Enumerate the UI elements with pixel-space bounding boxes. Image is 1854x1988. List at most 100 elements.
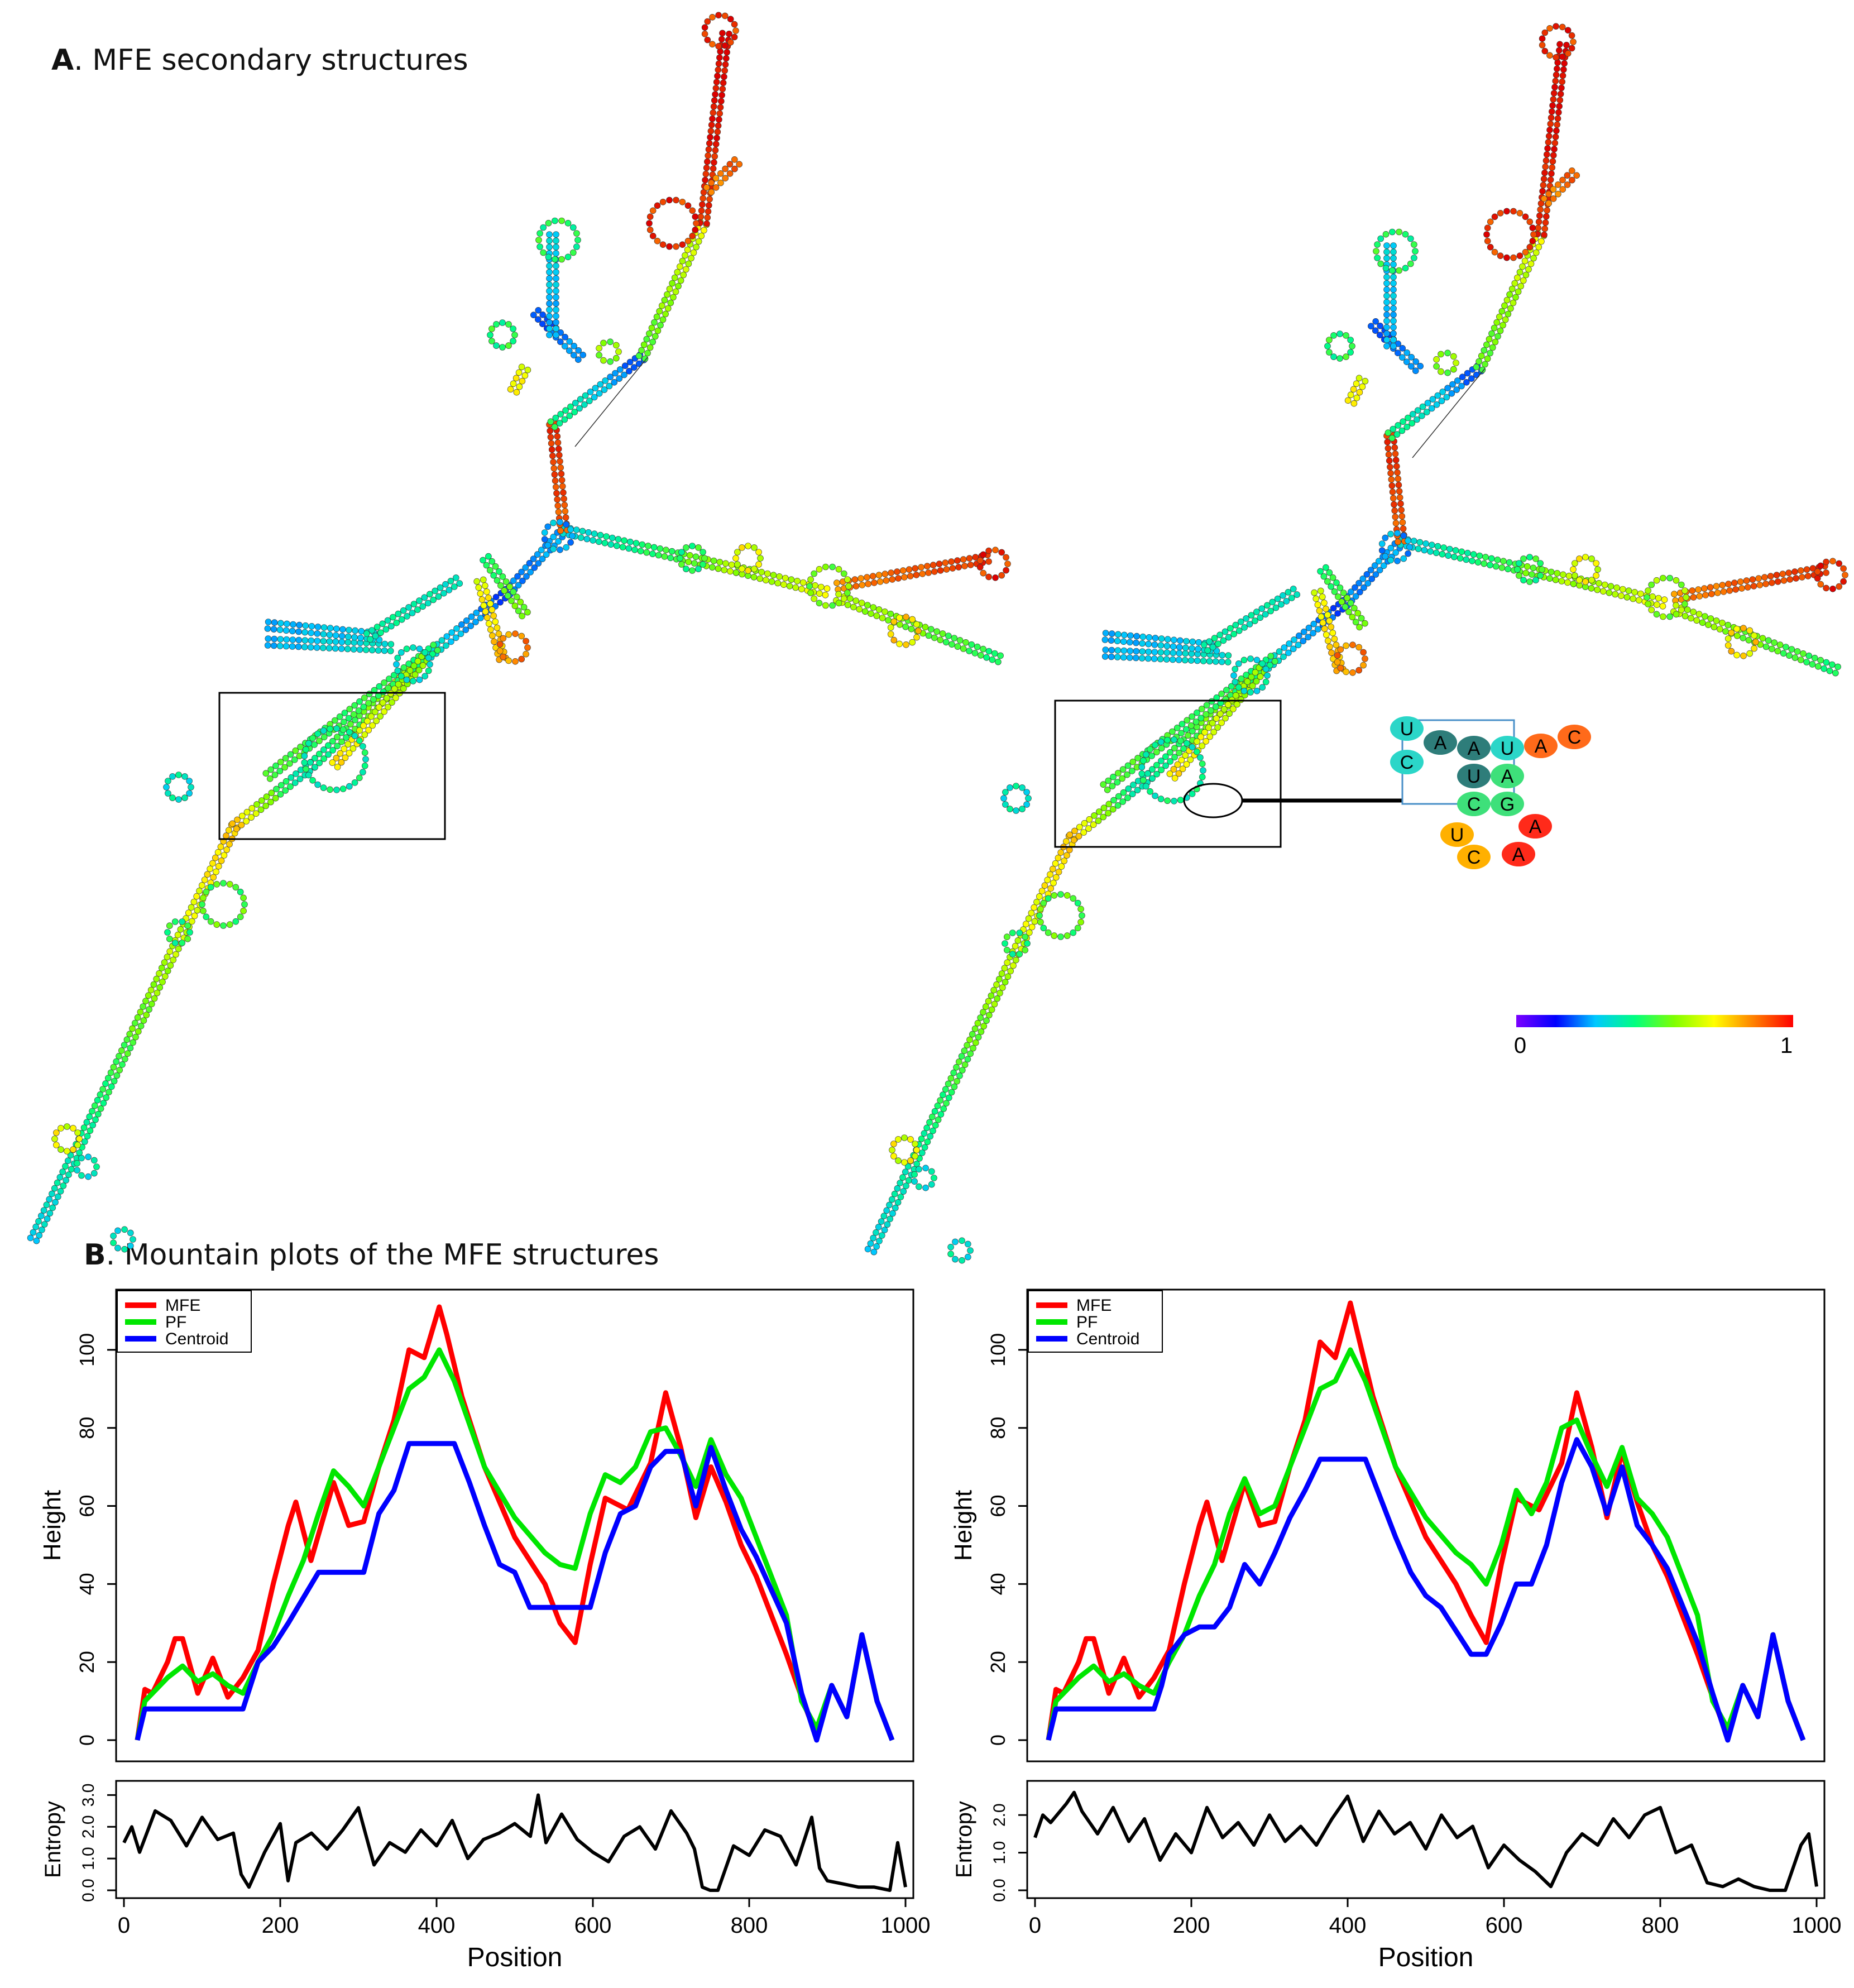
right-nucleotide [1388, 476, 1395, 483]
right-nucleotide [1554, 115, 1561, 122]
left-loop-nucleotide [505, 631, 512, 638]
right-loop-nucleotide [1349, 343, 1355, 349]
right-loop-nucleotide [1746, 627, 1753, 634]
left-nucleotide [435, 593, 442, 600]
left-loop-nucleotide [327, 725, 333, 732]
left-nucleotide [452, 574, 459, 581]
right-nucleotide [1189, 713, 1195, 720]
left-loop-nucleotide [909, 616, 916, 623]
left-nucleotide [312, 755, 318, 761]
right-nucleotide [954, 1078, 960, 1085]
right-nucleotide [1323, 564, 1329, 571]
left-loop-nucleotide [700, 561, 706, 568]
left-loop-nucleotide [64, 1123, 70, 1130]
left-nucleotide [543, 551, 550, 558]
left-nucleotide [107, 1069, 114, 1076]
right-nucleotide [1738, 585, 1745, 592]
left-nucleotide [404, 613, 410, 620]
right-nucleotide [945, 1080, 952, 1088]
left-loop-nucleotide [425, 667, 432, 674]
right-loop-nucleotide [1389, 228, 1396, 236]
left-nucleotide [485, 594, 492, 601]
left-nucleotide [346, 706, 353, 712]
left-loop-nucleotide [339, 785, 347, 792]
left-nucleotide [284, 620, 290, 627]
right-nucleotide [1170, 766, 1177, 773]
left-nucleotide [487, 600, 494, 607]
left-loop-nucleotide [512, 630, 519, 637]
left-nucleotide [376, 704, 382, 711]
right-loop-nucleotide [1733, 625, 1740, 633]
x-tick-label: 0 [118, 1913, 130, 1938]
right-nucleotide [887, 1215, 893, 1223]
right-nucleotide [1105, 809, 1112, 817]
left-nucleotide [709, 116, 716, 122]
right-nucleotide [1773, 572, 1780, 578]
left-nucleotide [991, 650, 998, 657]
left-nucleotide [553, 275, 559, 282]
right-nucleotide [1424, 400, 1431, 406]
left-loop-nucleotide [806, 583, 813, 590]
left-loop-nucleotide [169, 794, 176, 801]
left-nucleotide [389, 699, 395, 706]
left-nucleotide [377, 629, 384, 636]
right-nucleotide [1744, 584, 1751, 591]
left-nucleotide [925, 632, 932, 639]
right-loop-nucleotide [1362, 655, 1368, 662]
left-nucleotide [567, 403, 574, 410]
right-nucleotide [1555, 181, 1561, 188]
right-loop-nucleotide [1232, 678, 1239, 686]
right-nucleotide [1538, 238, 1545, 245]
left-nucleotide [955, 564, 962, 571]
y-tick-label: 0 [986, 1735, 1009, 1746]
right-loop-nucleotide [1253, 687, 1261, 694]
right-nucleotide [1767, 573, 1774, 579]
left-loop-nucleotide [510, 325, 516, 332]
right-nucleotide [1178, 730, 1185, 737]
left-loop-nucleotide [540, 249, 547, 256]
left-nucleotide [561, 501, 568, 509]
left-nucleotide [301, 644, 308, 650]
left-nucleotide [711, 97, 718, 104]
right-nucleotide [1434, 392, 1441, 399]
inset-nucleotide-label: C [1400, 752, 1414, 773]
right-nucleotide [1133, 633, 1140, 640]
left-nucleotide [631, 364, 638, 371]
left-nucleotide [868, 610, 874, 617]
right-loop-nucleotide [1751, 632, 1757, 639]
left-nucleotide [553, 250, 559, 257]
left-nucleotide [320, 631, 327, 638]
left-nucleotide [375, 647, 382, 654]
left-nucleotide [526, 559, 533, 567]
right-loop-nucleotide [1138, 764, 1146, 770]
left-nucleotide [295, 628, 302, 635]
left-nucleotide [844, 601, 851, 609]
left-nucleotide [572, 400, 579, 406]
right-nucleotide [1786, 576, 1794, 583]
left-loop-nucleotide [992, 547, 999, 554]
left-nucleotide [702, 176, 708, 184]
right-nucleotide [937, 1111, 945, 1118]
right-nucleotide [1724, 621, 1732, 629]
right-nucleotide [1158, 758, 1165, 764]
left-nucleotide [210, 874, 217, 881]
right-loop-nucleotide [1343, 668, 1349, 676]
left-nucleotide [175, 945, 182, 952]
left-loop-nucleotide [807, 576, 814, 583]
right-nucleotide [1102, 646, 1109, 653]
right-nucleotide [1551, 146, 1558, 153]
right-nucleotide [879, 1232, 885, 1239]
left-nucleotide [560, 489, 567, 496]
left-nucleotide [960, 556, 967, 563]
right-loop-nucleotide [889, 1147, 895, 1153]
left-nucleotide [400, 607, 407, 614]
left-nucleotide [713, 135, 720, 141]
right-nucleotide [1200, 658, 1207, 664]
right-nucleotide [1347, 600, 1354, 606]
right-nucleotide [1771, 639, 1778, 646]
left-nucleotide [714, 73, 721, 79]
left-nucleotide [710, 557, 717, 564]
right-loop-nucleotide [1235, 684, 1242, 691]
left-nucleotide [151, 995, 158, 1002]
